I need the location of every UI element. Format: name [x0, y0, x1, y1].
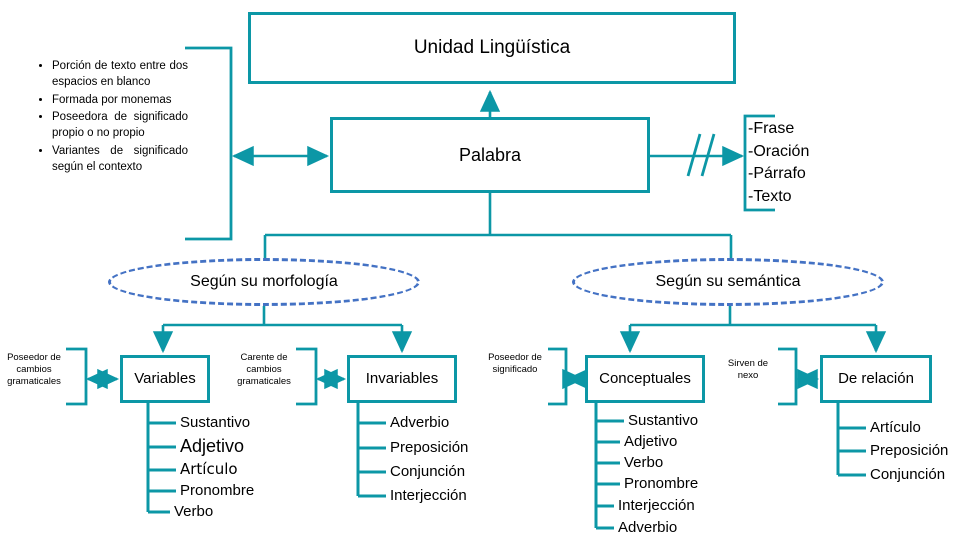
list-item: Variantes de significado según el contex…	[52, 143, 188, 176]
node-palabra[interactable]: Palabra	[330, 117, 650, 193]
node-segun-su-semantica[interactable]: Según su semántica	[572, 258, 884, 306]
node-variables-label: Variables	[134, 370, 196, 388]
comb-teeth-invariables	[358, 421, 386, 498]
node-segun-su-morfologia[interactable]: Según su morfología	[108, 258, 420, 306]
palabra-features-list: Porción de texto entre dos espacios en b…	[38, 58, 188, 176]
list-item: Pronombre	[180, 482, 255, 499]
list-item: Conjunción	[870, 466, 946, 483]
node-invariables-label: Invariables	[365, 370, 439, 388]
list-item: -Frase	[748, 120, 795, 137]
node-palabra-label: Palabra	[458, 144, 522, 165]
node-unidad-linguistica-label: Unidad Lingüística	[413, 37, 571, 59]
node-segun-su-morfologia-label: Según su morfología	[190, 273, 338, 290]
comb-teeth-variables	[148, 421, 176, 514]
bracket-annot-relacion	[778, 347, 798, 406]
list-item: Preposición	[390, 439, 469, 456]
list-item: Adjetivo	[624, 433, 678, 450]
list-item: Preposición	[870, 442, 949, 459]
node-de-relacion[interactable]: De relación	[820, 355, 932, 403]
break-slash-1	[686, 133, 702, 177]
annotation-variables: Poseedor de cambios gramaticales	[7, 352, 61, 387]
list-item: Poseedora de significado propio o no pro…	[52, 109, 188, 142]
node-variables[interactable]: Variables	[120, 355, 210, 403]
break-slash-2	[700, 133, 716, 177]
larger-units-list: -Frase -Oración -Párrafo -Texto	[748, 118, 809, 209]
annotation-conceptuales: Poseedor de significado	[488, 352, 542, 375]
list-item: -Párrafo	[748, 165, 806, 183]
list-item: Formada por monemas	[52, 92, 188, 108]
bracket-annot-variables	[66, 347, 88, 406]
list-item: Adjetivo	[180, 436, 245, 456]
bracket-annot-invariables	[296, 347, 318, 406]
list-item: Adverbio	[618, 519, 678, 536]
bracket-features	[185, 46, 233, 241]
bracket-annot-conceptuales	[548, 347, 568, 406]
list-item: Sustantivo	[628, 412, 699, 429]
list-item: Verbo	[174, 503, 214, 520]
list-item: Interjección	[390, 487, 467, 504]
annotation-invariables: Carente de cambios gramaticales	[237, 352, 291, 387]
list-item: -Oración	[748, 142, 810, 160]
node-unidad-linguistica[interactable]: Unidad Lingüística	[248, 12, 736, 84]
list-item: Sustantivo	[180, 414, 251, 431]
list-item: Artículo	[180, 460, 238, 478]
list-item: Adverbio	[390, 414, 450, 431]
node-conceptuales-label: Conceptuales	[599, 370, 691, 388]
node-invariables[interactable]: Invariables	[347, 355, 457, 403]
list-item: Pronombre	[624, 475, 699, 492]
list-item: Porción de texto entre dos espacios en b…	[52, 58, 188, 91]
node-conceptuales[interactable]: Conceptuales	[585, 355, 705, 403]
node-de-relacion-label: De relación	[838, 370, 914, 388]
list-item: Artículo	[870, 419, 921, 436]
list-item: -Texto	[748, 188, 792, 206]
node-segun-su-semantica-label: Según su semántica	[655, 273, 801, 290]
list-item: Conjunción	[390, 463, 466, 480]
list-item: Verbo	[624, 454, 664, 471]
comb-teeth-relacion	[838, 426, 866, 477]
list-item: Interjección	[618, 497, 695, 514]
annotation-de-relacion: Sirven de nexo	[727, 358, 769, 381]
